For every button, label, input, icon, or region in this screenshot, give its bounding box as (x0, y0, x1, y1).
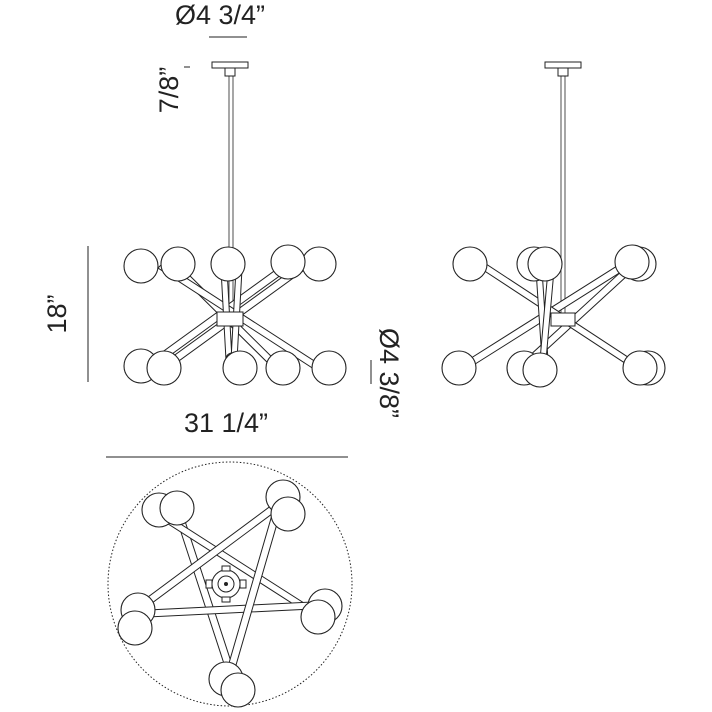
front-canopy-collar (224, 67, 236, 77)
fixture-height-label: 18” (42, 294, 72, 333)
side-globe (522, 352, 558, 388)
front-globe (222, 350, 258, 386)
top-globe (117, 610, 153, 646)
side-canopy-collar (557, 67, 569, 77)
side-canopy (544, 61, 582, 69)
top-view (107, 461, 353, 708)
front-globe (123, 248, 159, 284)
side-globe (452, 246, 488, 282)
front-canopy (211, 61, 249, 69)
top-globe (300, 599, 336, 635)
side-globe (622, 350, 658, 386)
front-globe (210, 246, 246, 282)
canopy-diameter-label: Ø4 3/4” (175, 0, 265, 30)
side-globe (527, 246, 563, 282)
globe-diameter-label: Ø4 3/8” (374, 328, 404, 418)
dimension-annotations: Ø4 3/4” 7/8” 18” Ø4 3/8” 31 1/4” (42, 0, 404, 458)
side-view (441, 61, 666, 388)
top-globe (159, 490, 195, 526)
top-globe (220, 672, 256, 708)
front-globe (160, 246, 196, 282)
top-view-outline (107, 461, 353, 707)
canopy-height-label: 7/8” (154, 67, 184, 114)
side-globe (441, 350, 477, 386)
front-globe (301, 246, 337, 282)
top-arm (147, 601, 313, 618)
side-hub (550, 312, 576, 327)
front-globe (270, 244, 306, 280)
side-globe (614, 244, 650, 280)
front-view (123, 61, 347, 386)
front-globe (311, 350, 347, 386)
front-globe (146, 350, 182, 386)
front-hub (216, 311, 244, 327)
front-globe (265, 350, 301, 386)
fixture-width-label: 31 1/4” (184, 408, 268, 438)
top-globe (270, 496, 306, 532)
